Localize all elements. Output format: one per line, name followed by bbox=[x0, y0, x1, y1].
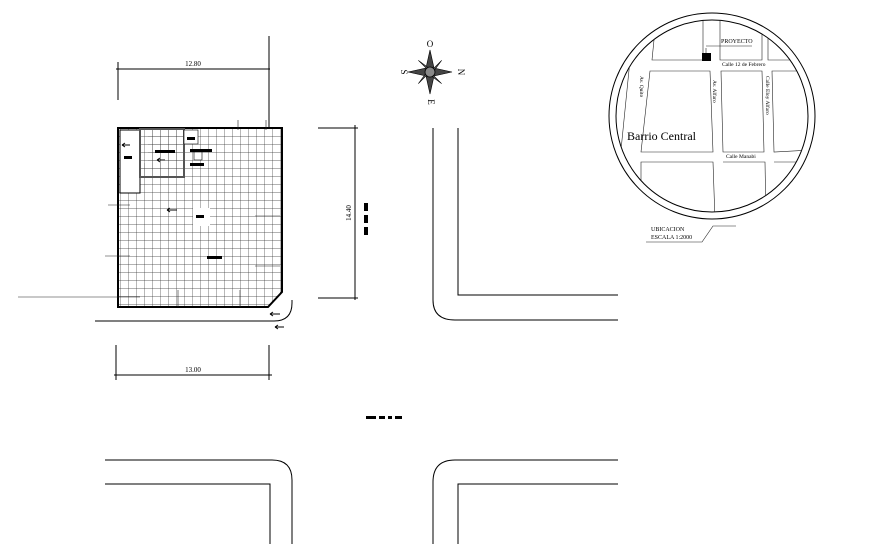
floor-plan bbox=[18, 120, 284, 330]
street-calle-manabi: Calle Manabi bbox=[726, 154, 756, 160]
curb-bottom-left-inner bbox=[105, 483, 271, 544]
centerline-dash bbox=[388, 416, 392, 419]
neighborhood-label: Barrio Central bbox=[627, 129, 697, 143]
label-bar bbox=[155, 150, 175, 153]
streets bbox=[95, 128, 618, 544]
dim-top-label: 12.80 bbox=[185, 60, 201, 68]
compass-rose: O S N E bbox=[399, 39, 466, 105]
dim-line-bottom bbox=[114, 345, 272, 380]
arrow-icon bbox=[156, 157, 165, 163]
curb-top-right-inner bbox=[457, 128, 618, 296]
curb-bottom-right-outer bbox=[432, 459, 618, 544]
label-bar bbox=[190, 163, 204, 166]
curb-bottom-left-outer bbox=[105, 459, 293, 544]
centerline-dash bbox=[366, 416, 376, 419]
location-map: PROYECTO Calle 12 de Febrero Av. Quito A… bbox=[608, 12, 816, 243]
map-scale: ESCALA 1:2000 bbox=[651, 235, 692, 241]
title-underline bbox=[646, 225, 736, 243]
map-outer-circle bbox=[608, 12, 816, 220]
centerline-dash bbox=[364, 227, 368, 235]
map-blocks bbox=[616, 20, 808, 212]
curb-bottom-right-inner bbox=[457, 483, 618, 544]
room-left bbox=[119, 129, 141, 194]
street-calle-eloy: Calle Eloy Alfaro bbox=[764, 76, 771, 115]
street-calle-12: Calle 12 de Febrero bbox=[722, 62, 766, 68]
compass-north: N bbox=[456, 69, 466, 76]
map-inner-circle bbox=[615, 19, 809, 213]
project-leader bbox=[705, 45, 752, 53]
street-av-alfaro: Av. Alfaro bbox=[711, 80, 718, 103]
label-bar bbox=[190, 149, 212, 152]
arrow-icon bbox=[166, 207, 177, 213]
dim-side-label: 14.40 bbox=[345, 205, 353, 221]
centerline-dash bbox=[364, 215, 368, 223]
dim-bottom-label: 13.00 bbox=[185, 366, 201, 374]
arrow-icon bbox=[274, 324, 284, 330]
dim-line-side bbox=[318, 125, 358, 300]
centerline-dash bbox=[395, 416, 402, 419]
curb-top-left bbox=[95, 300, 293, 322]
compass-south: S bbox=[399, 69, 409, 74]
project-marker bbox=[702, 53, 711, 61]
label-bar bbox=[124, 156, 132, 159]
centerline-dash bbox=[364, 203, 368, 211]
label-bar bbox=[196, 215, 204, 218]
curb-top-right-outer bbox=[432, 128, 618, 321]
dimensions: 12.80 13.00 14.40 bbox=[114, 36, 358, 380]
arrow-icon bbox=[269, 311, 280, 317]
project-label: PROYECTO bbox=[721, 39, 753, 45]
street-av-quito: Av. Quito bbox=[638, 76, 644, 97]
compass-east: E bbox=[426, 99, 436, 105]
dim-line-top bbox=[116, 36, 270, 128]
label-bar bbox=[207, 256, 222, 259]
centerline-dash bbox=[379, 416, 385, 419]
compass-west: O bbox=[427, 39, 434, 49]
arrow-icon bbox=[121, 142, 130, 148]
fixture bbox=[193, 151, 203, 161]
map-title: UBICACION bbox=[651, 227, 685, 233]
label-bar bbox=[187, 137, 195, 140]
construction-lines bbox=[18, 120, 280, 307]
